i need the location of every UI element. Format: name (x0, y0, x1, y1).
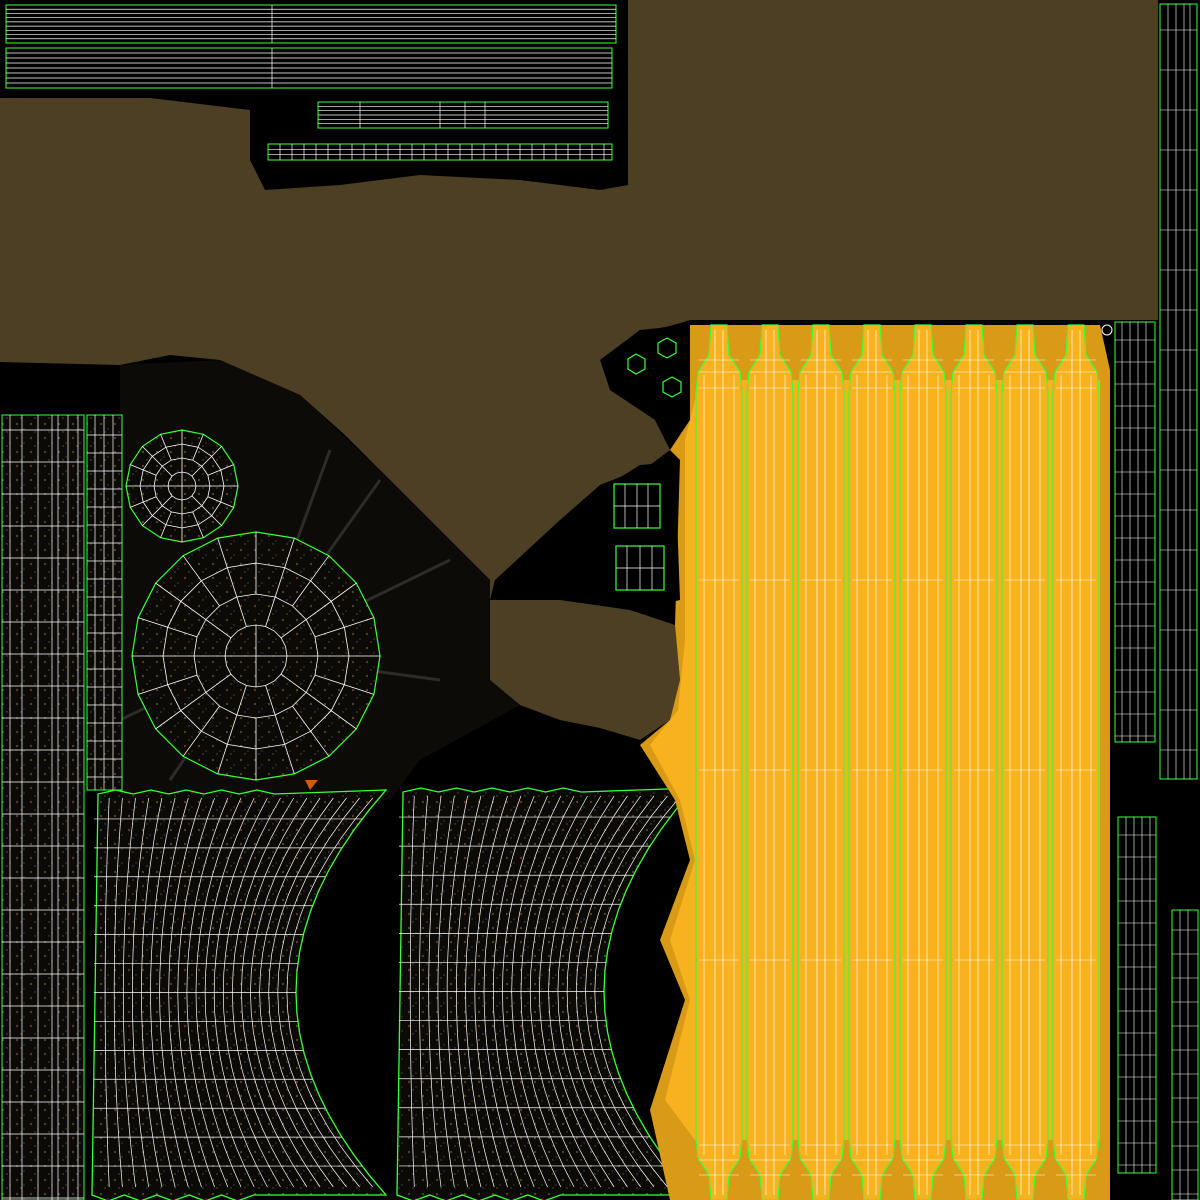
left-strip-island (1, 414, 123, 1200)
small-disc-island (125, 429, 239, 543)
large-disc-island (131, 531, 381, 781)
small-nut-island (615, 324, 1113, 415)
curved-panel-island-left (91, 789, 388, 1200)
right-strip-island (1114, 3, 1199, 1200)
top-strip-island (5, 4, 617, 161)
olive-background-island (0, 0, 1158, 740)
curved-panel-island-right (396, 787, 696, 1200)
yellow-tube-island (640, 324, 1110, 1200)
small-block-island (600, 462, 680, 610)
